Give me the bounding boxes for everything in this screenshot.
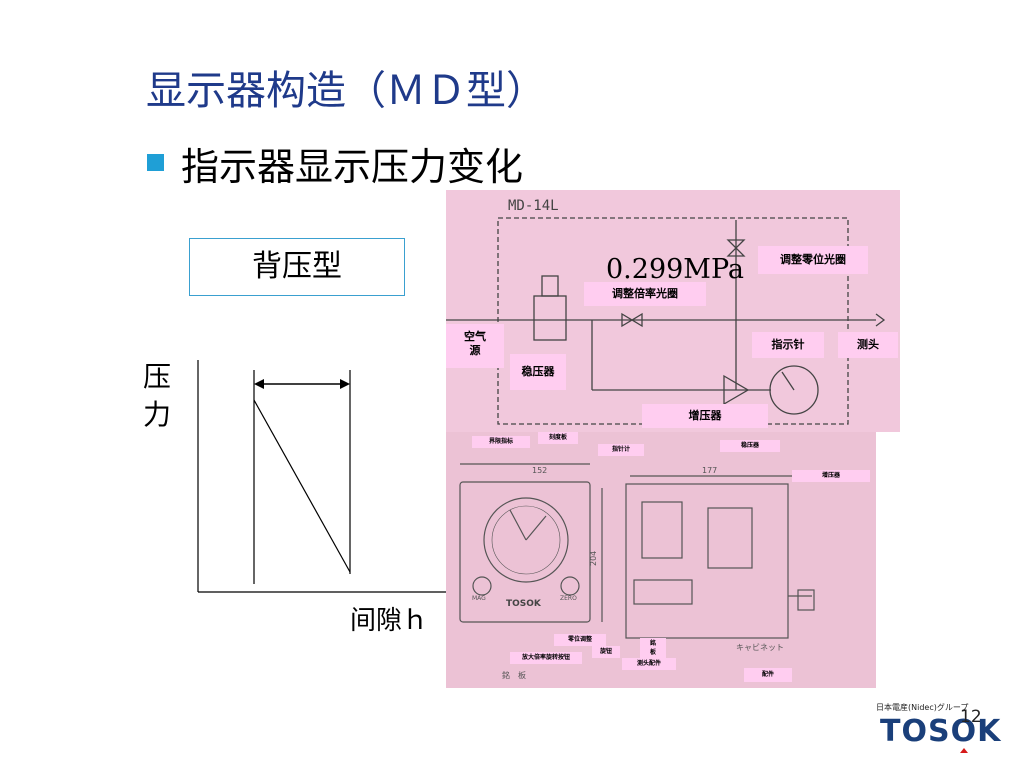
- page-number: 12: [960, 707, 982, 727]
- dimension-depth: 177: [702, 466, 717, 475]
- logo-group-text: 日本電産(Nidec)グループ: [876, 703, 969, 712]
- label-zero-adjust: 零位调整: [554, 634, 606, 646]
- dimension-width: 152: [532, 466, 547, 475]
- type-label-box: 背压型: [189, 238, 405, 296]
- cabinet-text: キャビネット: [736, 643, 784, 652]
- graph-y-label: 压力: [143, 360, 172, 431]
- gauge-brand: TOSOK: [506, 599, 542, 609]
- label-zero-iris: 调整零位光圈: [758, 246, 868, 274]
- graph-arrow-right-head: [340, 379, 350, 389]
- graph-arrow-left-head: [254, 379, 264, 389]
- graph-pressure-curve: [253, 399, 351, 573]
- pressure-readout: 0.299MPa: [606, 254, 744, 285]
- knob-left-text: MAG: [472, 595, 486, 602]
- label-limit-indicator: 界限指标: [472, 436, 530, 448]
- label-booster: 增压器: [642, 404, 768, 428]
- label-fitting: 配件: [744, 668, 792, 682]
- label-ratio-iris: 调整倍率光圈: [584, 282, 706, 306]
- label-knob: 旋钮: [592, 646, 620, 658]
- device-drawing-photo: 152 177 204 TOSOK MAG ZERO キャビネット 銘 板 界限…: [446, 432, 876, 688]
- label-scale-plate: 刻度板: [538, 432, 578, 444]
- bullet-text: 指示器显示压力变化: [181, 145, 524, 189]
- label-regulator-bottom: 稳压器: [720, 440, 780, 452]
- label-plate: 銘 板: [640, 638, 666, 658]
- circuit-diagram-photo: MD-14L 0.299MPa 调整零位光圈 调整倍率光圈 空气 源 稳压器 指…: [446, 190, 900, 432]
- pressure-gap-graph: [197, 360, 448, 593]
- label-pointer: 指示针: [752, 332, 824, 358]
- label-pointer-gauge: 指针计: [598, 444, 644, 456]
- bullet-marker-icon: [147, 154, 164, 171]
- model-number: MD-14L: [508, 198, 559, 214]
- label-booster-bottom: 增压器: [792, 470, 870, 482]
- label-regulator: 稳压器: [510, 354, 566, 390]
- label-air-source: 空气 源: [446, 324, 504, 368]
- knob-right-text: ZERO: [560, 595, 577, 602]
- company-logo: 日本電産(Nidec)グループ TOSOK: [874, 700, 1004, 753]
- label-ratio-knob: 放大倍率旋转按钮: [510, 652, 582, 664]
- slide-title: 显示器构造（ＭＤ型）: [146, 68, 546, 114]
- graph-x-label: 间隙ｈ: [350, 606, 429, 636]
- label-probe: 测头: [838, 332, 898, 358]
- logo-brand: TOSOK: [880, 714, 1002, 749]
- logo-triangle-icon: [960, 748, 968, 753]
- dimension-height: 204: [589, 551, 598, 566]
- plate-text: 銘 板: [502, 670, 526, 680]
- label-probe-fitting: 测头配件: [622, 658, 676, 670]
